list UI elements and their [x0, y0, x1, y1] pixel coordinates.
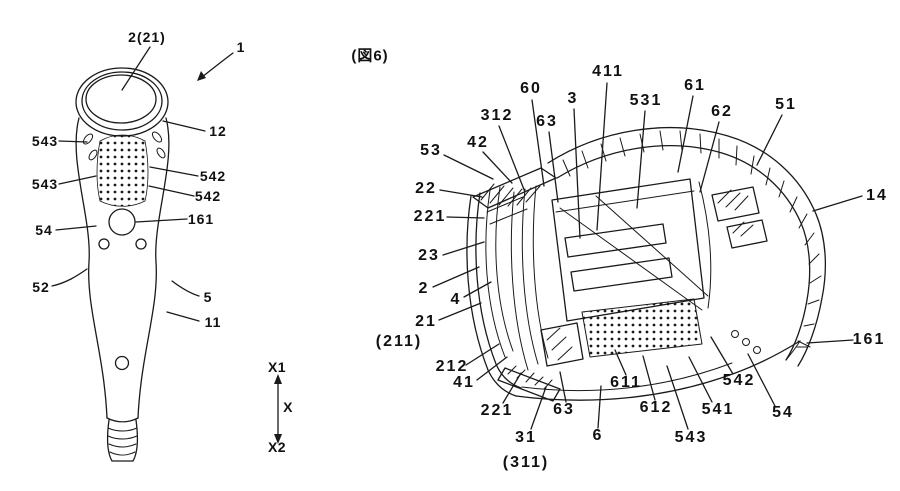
- left-leader-lines: [51, 46, 234, 322]
- ref-label-53: 53: [420, 142, 442, 159]
- ref-label-3: 3: [567, 90, 579, 107]
- left-device-drawing: [75, 67, 170, 462]
- ref-label-161: 161: [852, 331, 886, 348]
- ref-label-22: 22: [415, 180, 437, 197]
- ref-label-54: 54: [772, 404, 794, 421]
- ref-label-60: 60: [520, 80, 542, 97]
- axis-indicator: [274, 374, 282, 444]
- ref-label-311: (311): [502, 454, 550, 471]
- ref-label-31: 31: [515, 429, 537, 446]
- ref-label-63-bottom: 63: [553, 401, 575, 418]
- ref-label-12: 12: [209, 123, 227, 139]
- ref-label-52: 52: [32, 279, 50, 295]
- axis-label-x1: X1: [267, 359, 287, 375]
- ref-label-41: 41: [453, 374, 475, 391]
- ref-label-612: 612: [639, 399, 673, 416]
- ref-label-51: 51: [775, 96, 797, 113]
- ref-label-212: 212: [435, 358, 469, 375]
- ref-label-531: 531: [629, 92, 663, 109]
- ref-label-161-left: 161: [187, 211, 215, 227]
- ref-label-542: 542: [722, 372, 756, 389]
- ref-label-42: 42: [467, 134, 489, 151]
- ref-label-542-upper: 542: [199, 168, 227, 184]
- ref-label-21: 21: [415, 313, 437, 330]
- ref-label-1: 1: [236, 39, 246, 55]
- axis-label-x: X: [283, 399, 293, 415]
- ref-label-23: 23: [418, 247, 440, 264]
- ref-label-14: 14: [866, 187, 888, 204]
- ref-label-4: 4: [450, 291, 462, 308]
- ref-label-543-upper: 543: [31, 133, 59, 149]
- ref-label-611: 611: [610, 374, 642, 391]
- ref-label-11: 11: [204, 314, 222, 330]
- ref-label-2-21: 2(21): [128, 29, 166, 45]
- right-leader-lines: [432, 82, 863, 430]
- ref-label-543: 543: [674, 429, 708, 446]
- ref-label-63-top: 63: [536, 113, 558, 130]
- ref-label-541: 541: [701, 401, 735, 418]
- ref-label-62: 62: [711, 103, 733, 120]
- ref-label-6: 6: [592, 427, 604, 444]
- ref-label-221-top: 221: [413, 208, 447, 225]
- ref-label-54-left: 54: [35, 222, 53, 238]
- axis-label-x2: X2: [267, 439, 287, 455]
- ref-label-542-lower: 542: [194, 188, 222, 204]
- ref-label-543-lower: 543: [31, 176, 59, 192]
- ref-label-312: 312: [480, 107, 514, 124]
- ref-label-2: 2: [418, 280, 430, 297]
- figure-number-label: (図6): [351, 47, 389, 65]
- right-section-drawing: [466, 127, 827, 402]
- ref-label-211: (211): [375, 333, 423, 350]
- ref-label-61: 61: [684, 77, 706, 94]
- ref-label-5: 5: [203, 289, 213, 305]
- ref-label-411: 411: [592, 63, 624, 80]
- ref-label-221-bottom: 221: [480, 402, 514, 419]
